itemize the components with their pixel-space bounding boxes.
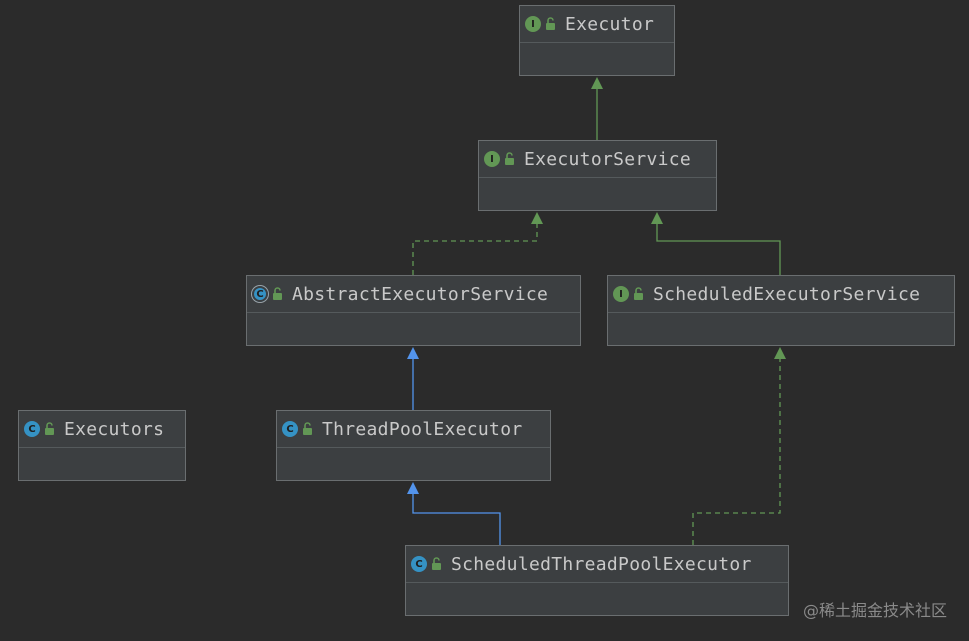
- node-title: ScheduledExecutorService: [653, 283, 921, 305]
- node-title: AbstractExecutorService: [292, 283, 549, 305]
- node-title: Executor: [565, 13, 655, 35]
- edge-scheduled-executor-service-to-executor-service: [656, 224, 781, 275]
- open-lock-icon: [505, 152, 514, 165]
- open-lock-icon: [45, 422, 54, 435]
- edge-scheduled-thread-pool-executor-to-thread-pool-executor: [412, 494, 501, 545]
- node-thread-pool-executor[interactable]: C ThreadPoolExecutor: [276, 410, 551, 481]
- node-title: ThreadPoolExecutor: [322, 418, 523, 440]
- arrowhead-extends: [651, 212, 663, 224]
- interface-icon: I: [525, 16, 541, 32]
- edge-abstract-executor-service-to-executor-service: [412, 224, 538, 275]
- node-header: I ExecutorService: [479, 141, 716, 178]
- arrowhead-extends: [407, 482, 419, 494]
- node-title: Executors: [64, 418, 165, 440]
- node-executors[interactable]: C Executors: [18, 410, 186, 481]
- open-lock-icon: [546, 17, 555, 30]
- class-icon: C: [411, 556, 427, 572]
- edge-scheduled-thread-pool-executor-to-scheduled-executor-service: [692, 359, 781, 545]
- node-body: [608, 313, 954, 345]
- node-abstract-executor-service[interactable]: C AbstractExecutorService: [246, 275, 581, 346]
- open-lock-icon: [634, 287, 643, 300]
- class-icon: C: [24, 421, 40, 437]
- open-lock-icon: [432, 557, 441, 570]
- node-header: C AbstractExecutorService: [247, 276, 580, 313]
- node-executor-service[interactable]: I ExecutorService: [478, 140, 717, 211]
- node-header: C ThreadPoolExecutor: [277, 411, 550, 448]
- abstract-class-icon: C: [252, 286, 268, 302]
- open-lock-icon: [273, 287, 282, 300]
- node-body: [520, 43, 674, 75]
- interface-icon: I: [613, 286, 629, 302]
- node-header: C ScheduledThreadPoolExecutor: [406, 546, 788, 583]
- node-body: [247, 313, 580, 345]
- node-header: I Executor: [520, 6, 674, 43]
- node-title: ScheduledThreadPoolExecutor: [451, 553, 752, 575]
- node-header: I ScheduledExecutorService: [608, 276, 954, 313]
- node-body: [19, 448, 185, 480]
- class-icon: C: [282, 421, 298, 437]
- node-body: [406, 583, 788, 615]
- node-title: ExecutorService: [524, 148, 692, 170]
- arrowhead-extends: [407, 347, 419, 359]
- open-lock-icon: [303, 422, 312, 435]
- arrowhead-implements: [531, 212, 543, 224]
- node-scheduled-executor-service[interactable]: I ScheduledExecutorService: [607, 275, 955, 346]
- arrowhead-extends: [591, 77, 603, 89]
- node-body: [277, 448, 550, 480]
- node-header: C Executors: [19, 411, 185, 448]
- arrowhead-implements: [774, 347, 786, 359]
- interface-icon: I: [484, 151, 500, 167]
- node-body: [479, 178, 716, 210]
- node-executor[interactable]: I Executor: [519, 5, 675, 76]
- node-scheduled-thread-pool-executor[interactable]: C ScheduledThreadPoolExecutor: [405, 545, 789, 616]
- watermark: @稀土掘金技术社区: [802, 601, 947, 620]
